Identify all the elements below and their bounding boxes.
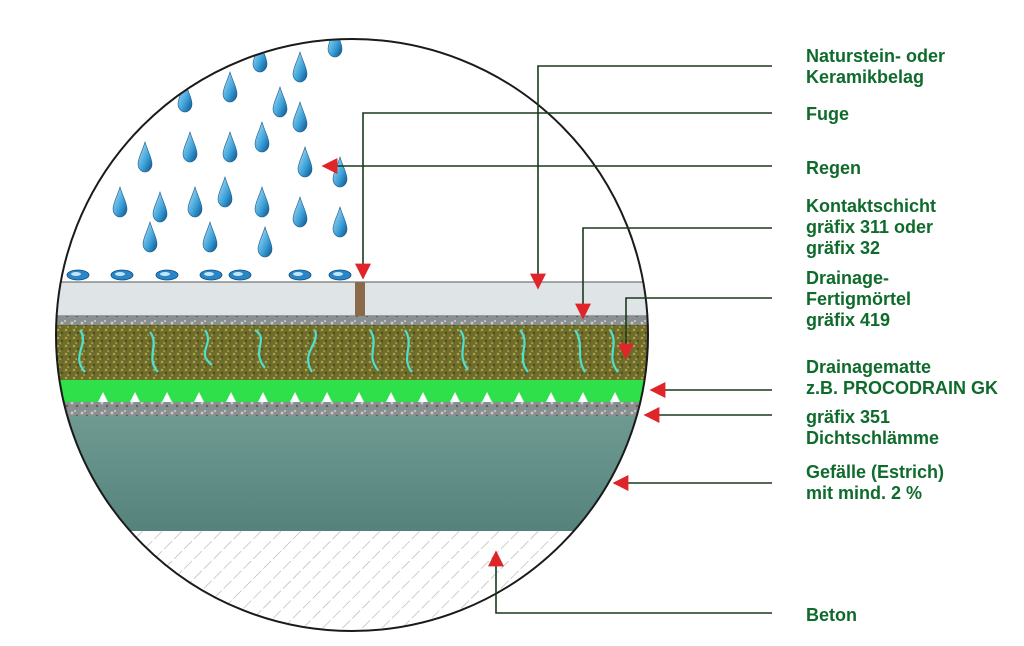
leader-beton <box>488 550 772 614</box>
water-channels <box>78 329 619 373</box>
label-fuge: Fuge <box>806 104 849 124</box>
drainage-mat-notches <box>98 392 648 402</box>
drainage-mortar-layer <box>56 325 648 380</box>
detail-circle-outline <box>55 38 649 632</box>
screed-layer <box>56 416 648 531</box>
leader-kontakt <box>575 227 772 320</box>
joint <box>355 282 365 322</box>
label-beton: Beton <box>806 605 857 625</box>
label-dichtschlaemme: gräfix 351 Dichtschlämme <box>806 407 940 448</box>
leader-drainage-moertel <box>618 297 772 360</box>
label-gefaelle: Gefälle (Estrich) mit mind. 2 % <box>806 462 945 503</box>
sealing-slurry-layer <box>56 402 648 416</box>
label-drainagematte: Drainagematte z.B. PROCODRAIN GK <box>806 357 999 398</box>
label-naturstein: Naturstein- oder Keramikbelag <box>806 46 946 87</box>
label-kontakt: Kontaktschicht gräfix 311 oder gräfix 32 <box>806 196 937 258</box>
leader-naturstein <box>530 65 772 290</box>
contact-layer <box>56 316 648 325</box>
label-drainage-moertel: Drainage- Fertigmörtel gräfix 419 <box>806 268 912 330</box>
cross-section-layers <box>56 39 648 631</box>
leader-fuge <box>355 112 772 280</box>
tile-layer <box>56 282 648 316</box>
drainage-mat-layer <box>56 380 648 402</box>
label-regen: Regen <box>806 158 862 178</box>
leader-lines <box>321 65 772 614</box>
